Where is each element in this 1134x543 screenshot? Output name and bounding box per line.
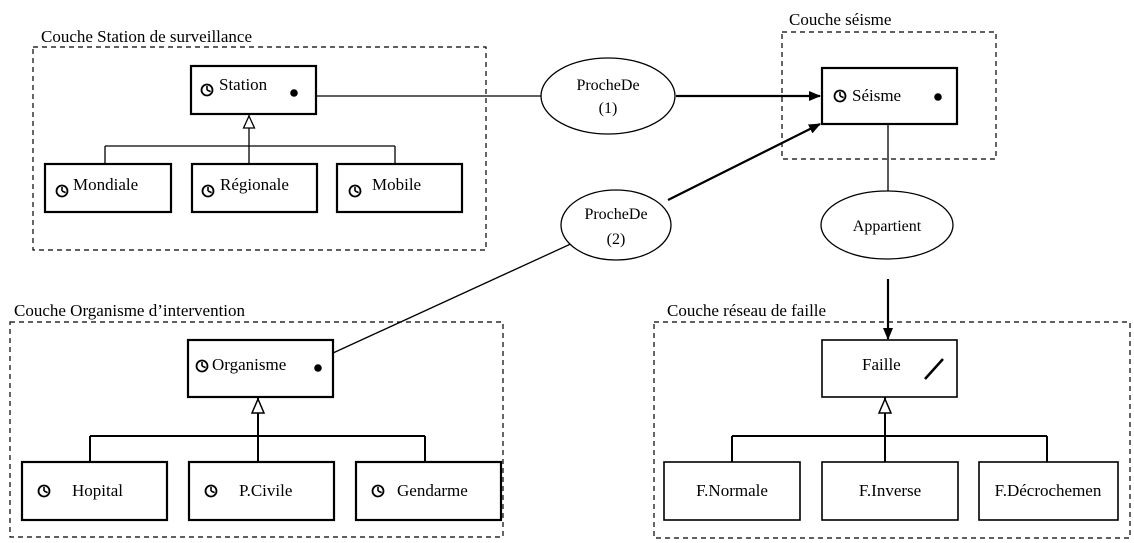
class-mondiale-label: Mondiale (73, 175, 138, 194)
class-station-label: Station (219, 75, 268, 94)
class-regionale-label: Régionale (220, 175, 289, 194)
class-hopital[interactable]: Hopital (20, 460, 169, 522)
class-seisme[interactable]: Séisme (820, 66, 959, 126)
association-lines (316, 91, 893, 354)
relation-prochede-2-name: ProcheDe (584, 206, 647, 223)
class-station[interactable]: Station (189, 64, 318, 116)
class-gendarme-label: Gendarme (397, 481, 468, 500)
relation-prochede-1[interactable]: ProcheDe (1) (540, 57, 676, 135)
class-seisme-label: Séisme (852, 86, 901, 105)
class-fdecrochement[interactable]: F.Décrochemen (978, 461, 1119, 521)
class-hopital-label: Hopital (72, 481, 123, 500)
class-faille-label: Faille (862, 355, 901, 374)
point-icon (934, 93, 942, 101)
class-finverse-label: F.Inverse (859, 481, 921, 500)
class-finverse[interactable]: F.Inverse (821, 461, 959, 521)
layer-seisme: Couche séisme (781, 10, 997, 160)
layer-organisme: Couche Organisme d’intervention (9, 301, 504, 538)
class-mobile-label: Mobile (372, 175, 421, 194)
class-pcivile-label: P.Civile (239, 481, 292, 500)
class-regionale[interactable]: Régionale (190, 162, 319, 214)
class-pcivile[interactable]: P.Civile (187, 460, 336, 522)
point-icon (290, 89, 298, 97)
relation-appartient[interactable]: Appartient (820, 190, 954, 260)
relation-prochede-1-number: (1) (599, 100, 618, 117)
layer-organisme-title: Couche Organisme d’intervention (14, 301, 246, 320)
class-mondiale[interactable]: Mondiale (43, 162, 173, 214)
layer-station: Couche Station de surveillance (32, 27, 487, 251)
relation-prochede-1-name: ProcheDe (576, 77, 639, 94)
generalization-faille (731, 397, 1048, 462)
class-organisme-label: Organisme (212, 355, 286, 374)
relation-prochede-2[interactable]: ProcheDe (2) (560, 189, 672, 261)
line-icon (924, 358, 944, 380)
class-mobile[interactable]: Mobile (335, 162, 464, 214)
class-faille[interactable]: Faille (821, 339, 958, 398)
class-gendarme[interactable]: Gendarme (354, 460, 503, 522)
class-fdecrochement-label: F.Décrochemen (995, 481, 1102, 500)
generalization-organisme (89, 397, 426, 462)
layer-faille-title: Couche réseau de faille (667, 301, 826, 320)
point-icon (314, 364, 322, 372)
generalization-station (104, 114, 396, 164)
layer-station-title: Couche Station de surveillance (41, 27, 252, 46)
relation-prochede-2-number: (2) (607, 231, 626, 248)
class-organisme[interactable]: Organisme (186, 338, 335, 399)
class-fnormale[interactable]: F.Normale (663, 461, 801, 521)
class-fnormale-label: F.Normale (696, 481, 768, 500)
layer-seisme-title: Couche séisme (789, 10, 891, 29)
layer-faille: Couche réseau de faille (653, 301, 1131, 539)
relation-appartient-name: Appartient (853, 218, 922, 235)
